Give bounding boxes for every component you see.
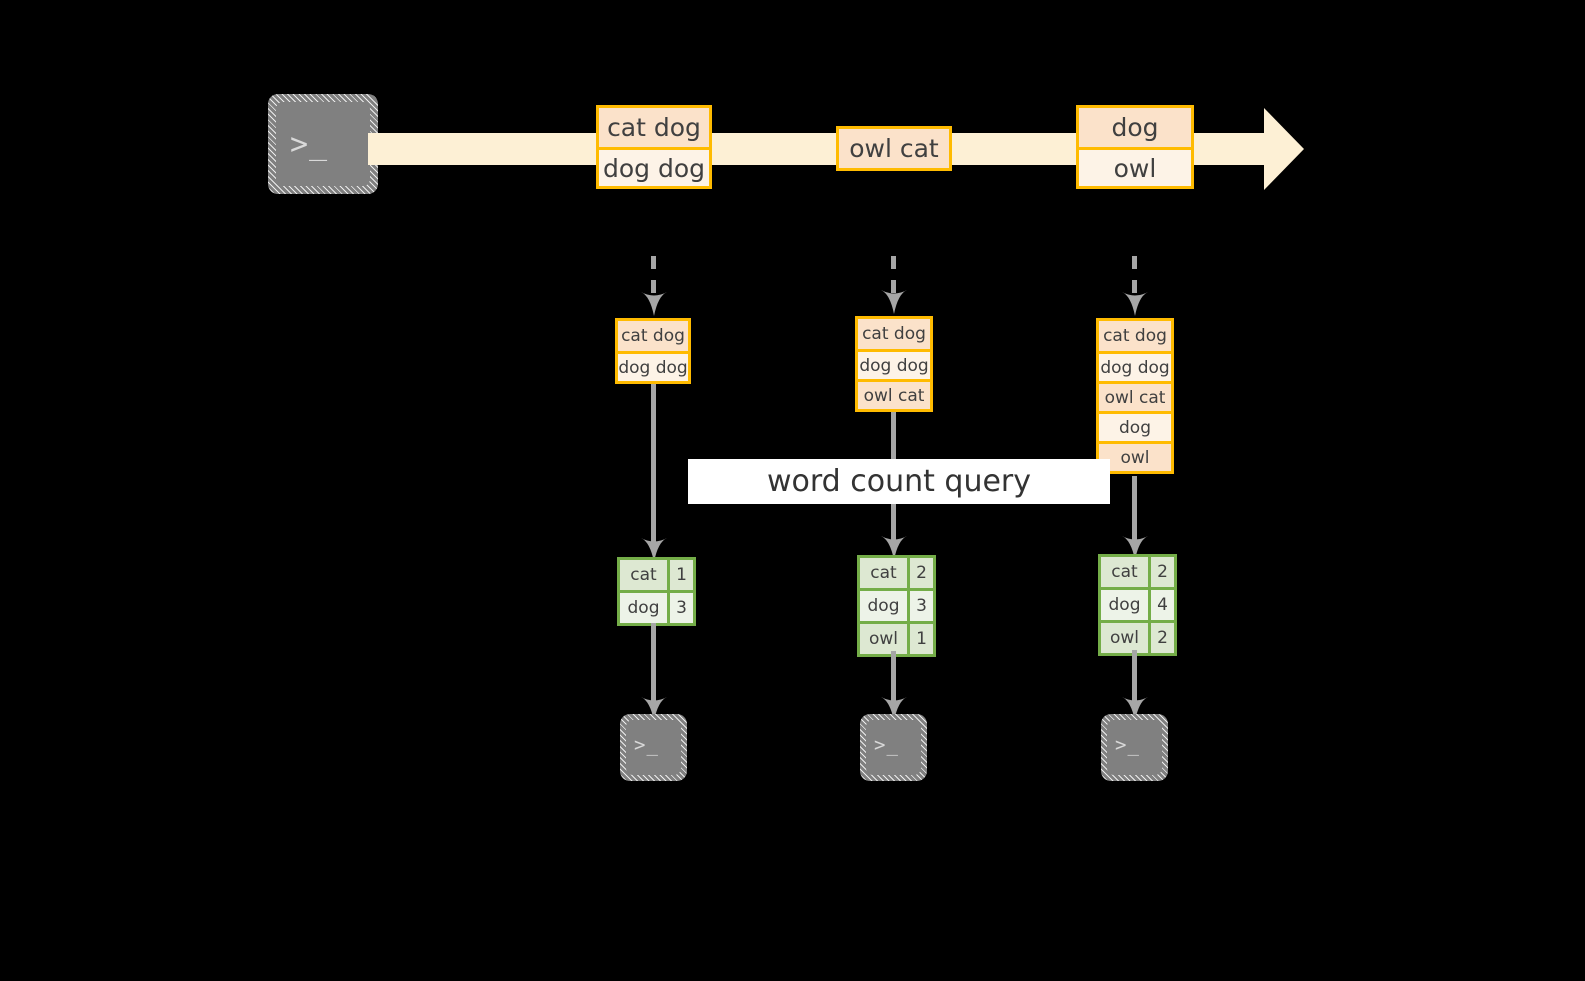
table-row: dog 3 bbox=[860, 588, 933, 621]
stream-to-snapshot-arrow bbox=[891, 256, 896, 300]
terminal-body bbox=[866, 720, 921, 775]
word-cell: dog bbox=[860, 591, 907, 621]
count-cell: 3 bbox=[907, 591, 933, 621]
arrowhead-icon bbox=[641, 697, 667, 721]
record-line: dog bbox=[1099, 411, 1171, 441]
word-cell: cat bbox=[620, 560, 667, 590]
record-line: owl bbox=[1079, 147, 1191, 186]
word-cell: dog bbox=[1101, 590, 1148, 620]
arrowhead-icon bbox=[641, 538, 667, 562]
record-line: dog dog bbox=[599, 147, 709, 186]
word-count-table[interactable]: cat 1 dog 3 bbox=[617, 557, 696, 626]
record-line: cat dog bbox=[858, 319, 930, 349]
arrowhead-icon bbox=[881, 536, 907, 560]
word-cell: cat bbox=[1101, 557, 1148, 587]
table-row: cat 2 bbox=[860, 558, 933, 588]
count-cell: 2 bbox=[1148, 623, 1174, 653]
record-line: cat dog bbox=[1099, 321, 1171, 351]
arrowhead-icon bbox=[881, 290, 907, 314]
query-label-text: word count query bbox=[766, 464, 1032, 499]
record-line: cat dog bbox=[618, 321, 688, 351]
stream-event-box[interactable]: owl cat bbox=[836, 126, 952, 171]
record-line: dog bbox=[1079, 108, 1191, 147]
query-arrow bbox=[1132, 476, 1137, 540]
terminal-body bbox=[1107, 720, 1162, 775]
stream-event-box[interactable]: dog owl bbox=[1076, 105, 1194, 189]
table-row: owl 2 bbox=[1101, 620, 1174, 653]
word-cell: owl bbox=[1101, 623, 1148, 653]
table-row: owl 1 bbox=[860, 621, 933, 654]
word-cell: dog bbox=[620, 593, 667, 623]
arrowhead-icon bbox=[641, 292, 667, 316]
output-arrow bbox=[891, 651, 896, 701]
terminal-prompt-glyph: >_ bbox=[290, 127, 329, 162]
terminal-icon-sink[interactable]: >_ bbox=[1101, 714, 1168, 781]
output-arrow bbox=[1132, 650, 1137, 701]
arrowhead-icon bbox=[1122, 697, 1148, 721]
arrowhead-icon bbox=[1122, 292, 1148, 316]
record-line: owl cat bbox=[1099, 381, 1171, 411]
stream-to-snapshot-arrow bbox=[1132, 256, 1137, 300]
terminal-body bbox=[276, 102, 370, 186]
stream-to-snapshot-arrow bbox=[651, 256, 656, 300]
snapshot-log-box[interactable]: cat dog dog dog bbox=[615, 318, 691, 384]
record-line: dog dog bbox=[618, 351, 688, 381]
query-label: word count query bbox=[688, 459, 1110, 504]
count-cell: 4 bbox=[1148, 590, 1174, 620]
arrowhead-icon bbox=[1122, 536, 1148, 560]
record-line: dog dog bbox=[858, 349, 930, 379]
arrowhead-icon bbox=[881, 697, 907, 721]
count-cell: 3 bbox=[667, 593, 693, 623]
table-row: cat 2 bbox=[1101, 557, 1174, 587]
terminal-prompt-glyph: >_ bbox=[1115, 734, 1140, 756]
table-row: cat 1 bbox=[620, 560, 693, 590]
timeline-arrowhead bbox=[1264, 108, 1304, 190]
word-count-table[interactable]: cat 2 dog 3 owl 1 bbox=[857, 555, 936, 657]
terminal-icon-sink[interactable]: >_ bbox=[620, 714, 687, 781]
stream-event-box[interactable]: cat dog dog dog bbox=[596, 105, 712, 189]
query-arrow bbox=[651, 384, 656, 542]
terminal-prompt-glyph: >_ bbox=[634, 734, 659, 756]
terminal-body bbox=[626, 720, 681, 775]
record-line: dog dog bbox=[1099, 351, 1171, 381]
count-cell: 1 bbox=[907, 624, 933, 654]
count-cell: 2 bbox=[907, 558, 933, 588]
record-line: owl cat bbox=[839, 129, 949, 168]
record-line: cat dog bbox=[599, 108, 709, 147]
word-cell: cat bbox=[860, 558, 907, 588]
output-arrow bbox=[651, 623, 656, 701]
word-count-table[interactable]: cat 2 dog 4 owl 2 bbox=[1098, 554, 1177, 656]
table-row: dog 4 bbox=[1101, 587, 1174, 620]
table-row: dog 3 bbox=[620, 590, 693, 623]
terminal-prompt-glyph: >_ bbox=[874, 734, 899, 756]
snapshot-log-box[interactable]: cat dog dog dog owl cat dog owl bbox=[1096, 318, 1174, 474]
terminal-icon-sink[interactable]: >_ bbox=[860, 714, 927, 781]
count-cell: 2 bbox=[1148, 557, 1174, 587]
terminal-icon-source[interactable]: >_ bbox=[268, 94, 378, 194]
count-cell: 1 bbox=[667, 560, 693, 590]
record-line: owl cat bbox=[858, 379, 930, 409]
word-cell: owl bbox=[860, 624, 907, 654]
snapshot-log-box[interactable]: cat dog dog dog owl cat bbox=[855, 316, 933, 412]
record-line: owl bbox=[1099, 441, 1171, 471]
